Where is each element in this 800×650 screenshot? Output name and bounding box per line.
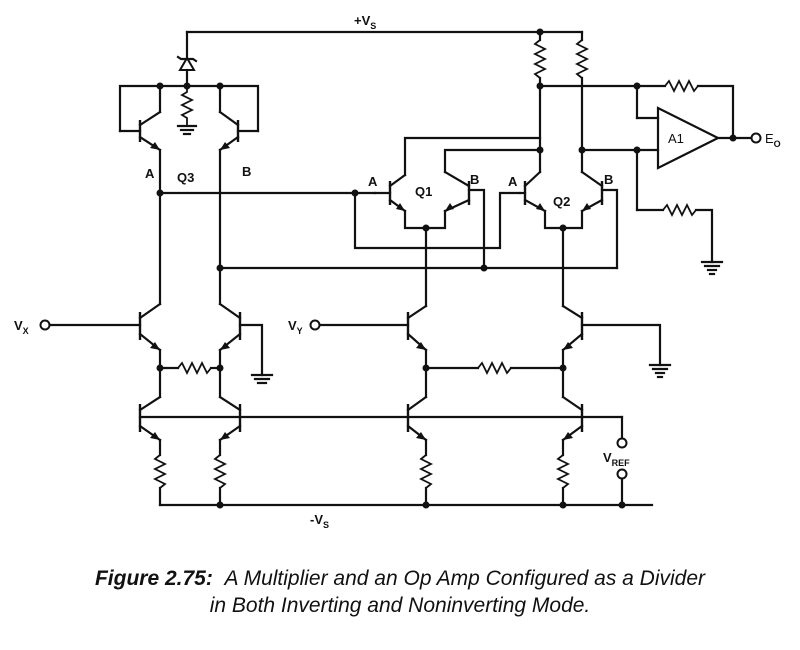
vy-label: VY <box>288 318 303 336</box>
q2-a-label: A <box>508 174 518 189</box>
ground-icon <box>648 363 672 379</box>
positive-supply-label: +VS <box>354 13 376 31</box>
figure-number: Figure 2.75: <box>94 567 213 590</box>
bus-line-lower <box>218 188 619 270</box>
eo-label: EO <box>765 131 781 149</box>
ground-icon <box>700 260 724 276</box>
caption-line-2: in Both Inverting and Noninverting Mode. <box>209 594 591 617</box>
q1-transistor-b <box>424 148 542 308</box>
current-source-row <box>138 395 624 442</box>
circuit-schematic: +VS -VS VX VY VREF EO Q3 Q1 Q2 A1 A B A … <box>14 13 781 530</box>
q3-a-label: A <box>145 166 155 181</box>
vx-terminal <box>39 319 51 331</box>
q1-a-label: A <box>368 174 378 189</box>
q1-transistor-a <box>373 136 542 230</box>
q3-transistor-b <box>218 110 260 270</box>
q1-label: Q1 <box>415 184 432 199</box>
q3-label: Q3 <box>177 170 194 185</box>
vy-terminal <box>309 319 321 331</box>
vx-label: VX <box>14 318 29 336</box>
bias-resistor <box>179 86 195 126</box>
q2-label: Q2 <box>553 194 570 209</box>
figure-caption: Figure 2.75: A Multiplier and an Op Amp … <box>20 565 780 619</box>
negative-supply-label: -VS <box>310 512 329 530</box>
q2-transistor-a <box>518 170 565 230</box>
ground-resistor <box>635 202 714 264</box>
q3-b-label: B <box>242 164 251 179</box>
vy-input-pair <box>316 304 662 399</box>
a1-label: A1 <box>668 131 684 146</box>
ground-icon <box>176 124 198 136</box>
q2-transistor-b <box>561 170 604 308</box>
vx-input-pair <box>46 191 264 399</box>
q2-b-label: B <box>604 172 613 187</box>
q3-transistor-a <box>118 110 162 195</box>
q1-b-label: B <box>470 172 479 187</box>
caption-line-1: Figure 2.75: A Multiplier and an Op Amp … <box>20 565 780 592</box>
vref-terminal-bottom <box>616 468 628 480</box>
vref-label: VREF <box>603 450 630 468</box>
eo-terminal <box>750 132 762 144</box>
emitter-resistors <box>152 438 624 507</box>
caption-text-1: A Multiplier and an Op Amp Configured as… <box>224 567 706 590</box>
feedback-resistor <box>635 78 735 140</box>
ground-icon <box>250 373 274 385</box>
load-resistor-right <box>574 30 590 174</box>
bus-line-upper <box>158 191 522 250</box>
op-amp-a1 <box>538 84 754 212</box>
zener-diode <box>176 30 198 88</box>
junction-dots <box>156 28 737 509</box>
vref-terminal-top <box>616 437 628 449</box>
